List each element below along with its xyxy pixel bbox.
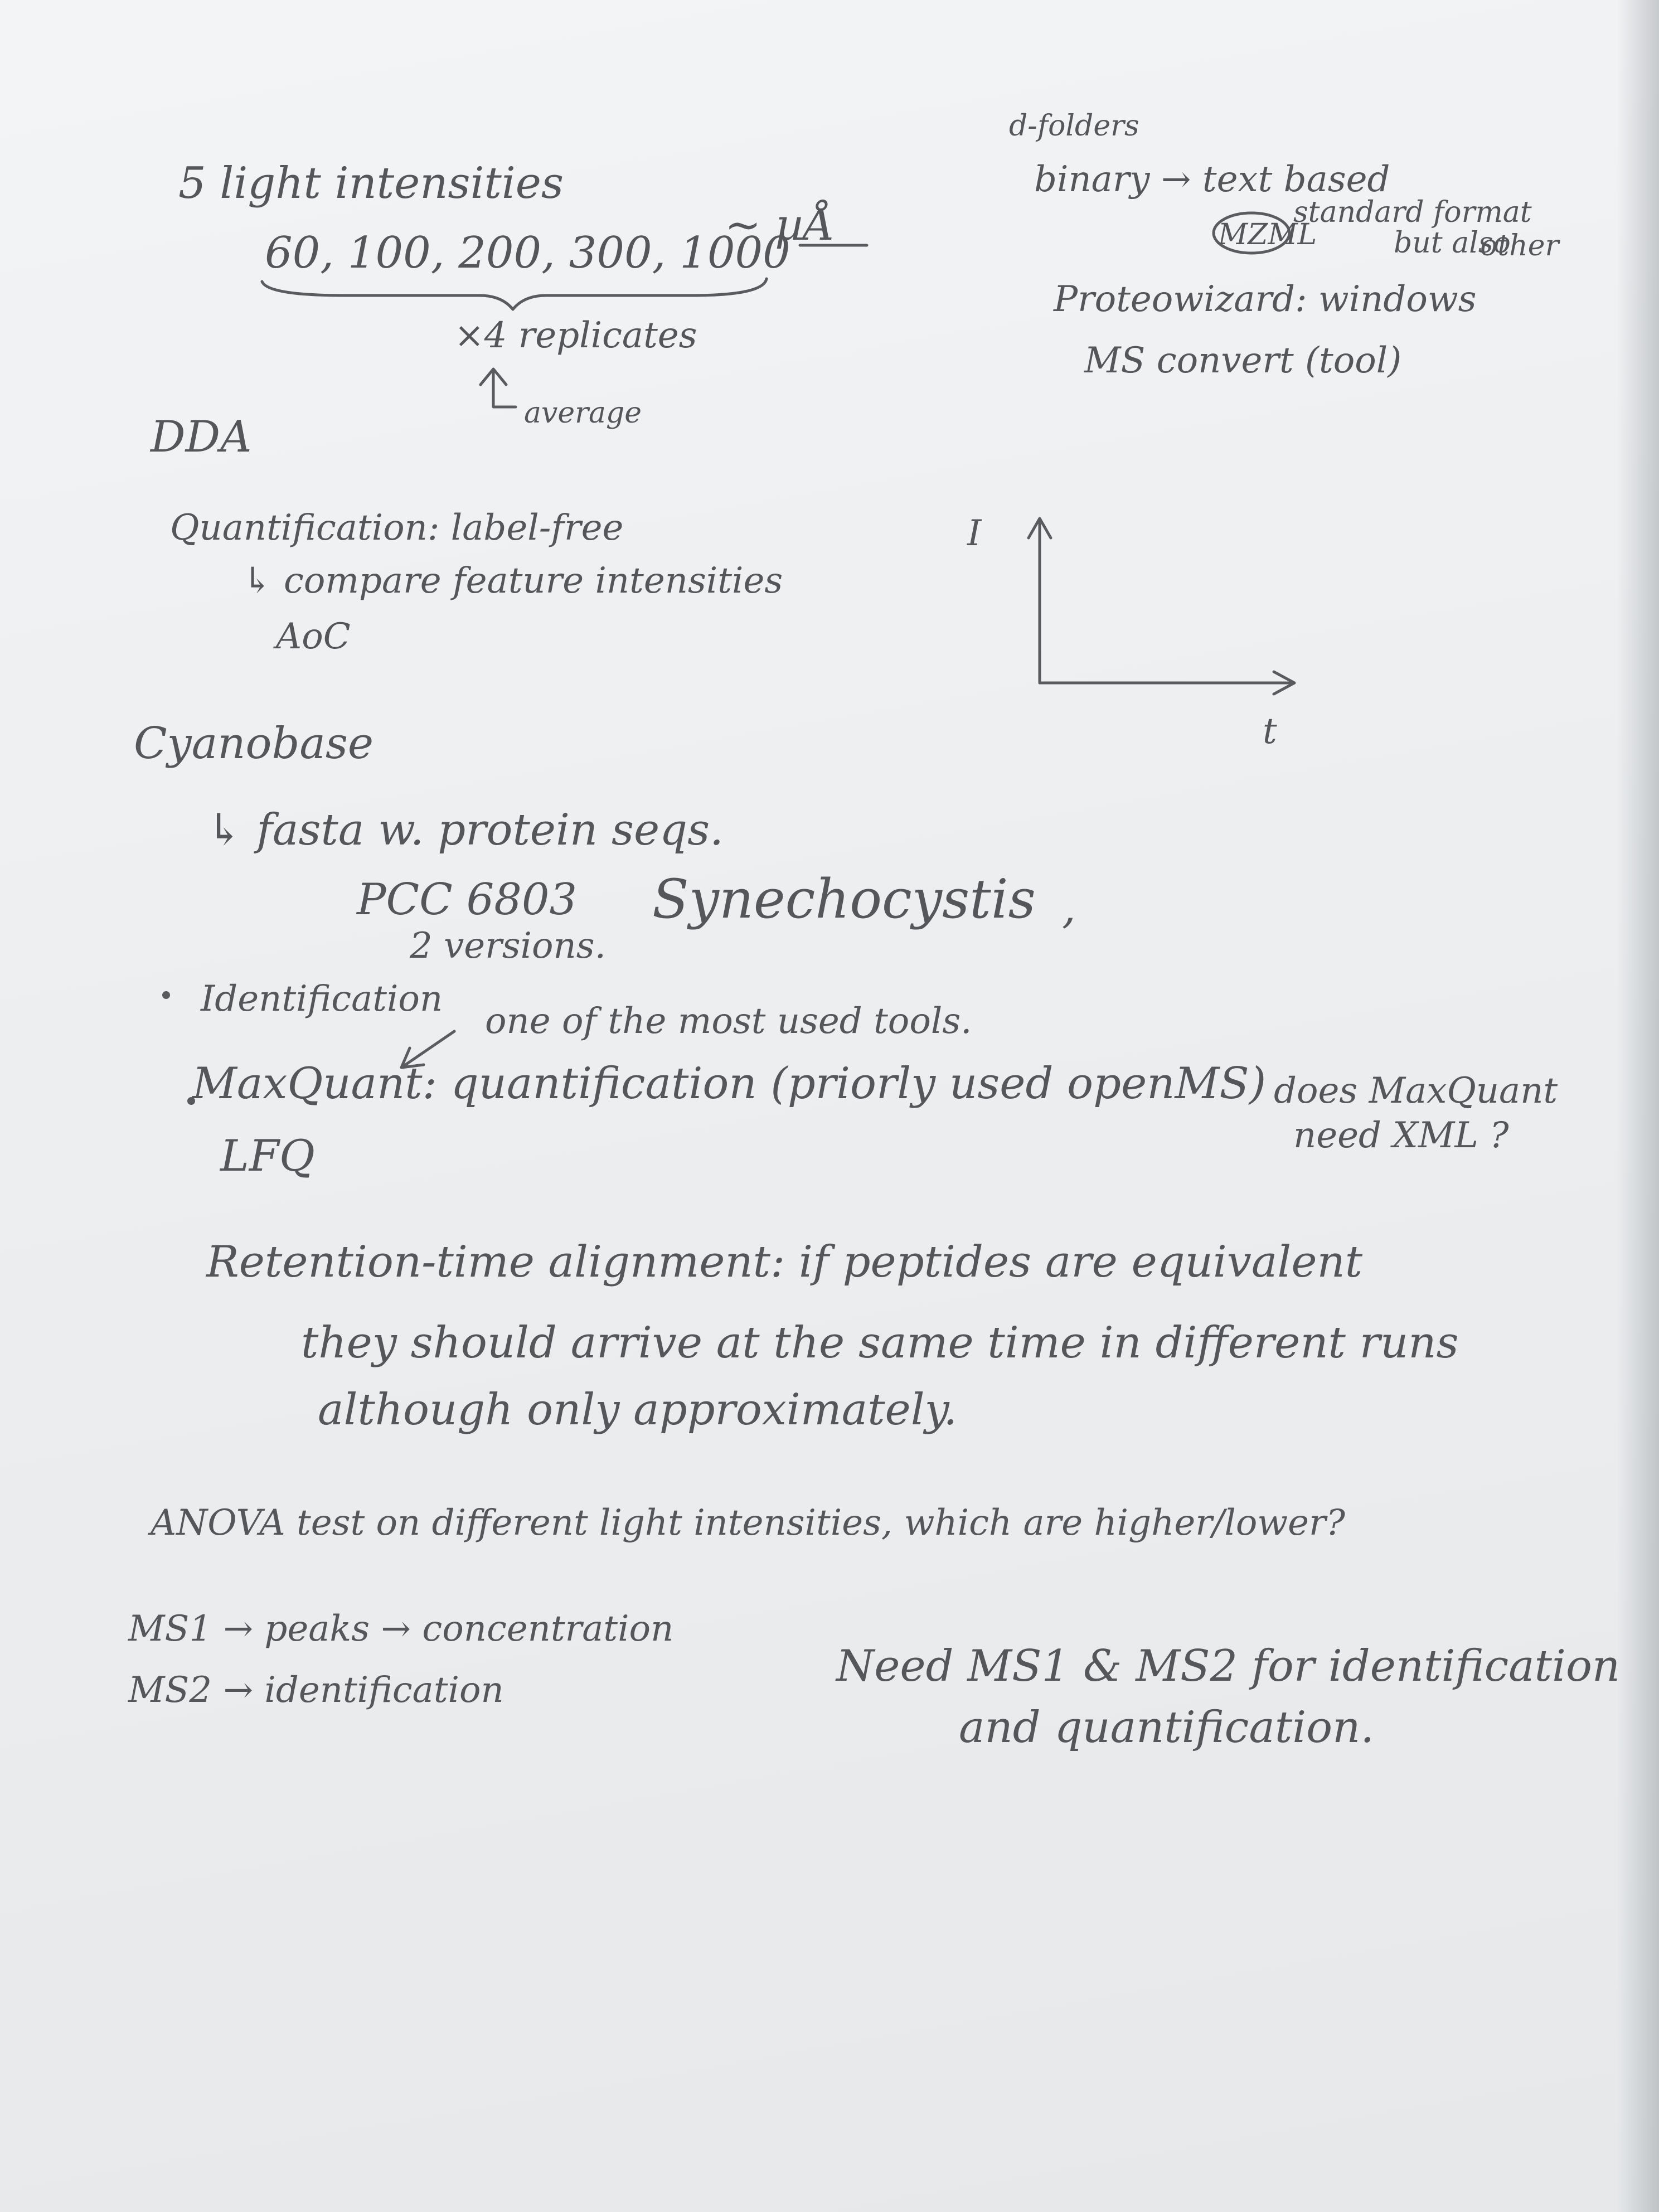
aoc-label: AoC — [276, 616, 351, 657]
but-also-label: but also — [1394, 226, 1511, 260]
average-arrow — [479, 367, 517, 409]
cyanobase-label: Cyanobase — [134, 719, 374, 769]
mzml-circle — [1212, 211, 1291, 255]
light-values: 60, 100, 200, 300, 1000 — [265, 228, 790, 278]
graph-y-axis — [1027, 517, 1052, 685]
other-label: other — [1480, 229, 1559, 263]
need-line2: and quantification. — [959, 1702, 1375, 1753]
mzml-label: MZML — [1218, 218, 1317, 251]
unit-label: ~ µÅ — [725, 200, 835, 250]
binary-label: binary → text based — [1034, 159, 1390, 200]
identification-label: Identification — [201, 978, 443, 1020]
tools-arrow — [400, 1030, 456, 1069]
retention-line2: they should arrive at the same time in d… — [301, 1318, 1459, 1368]
d-folders-label: d-folders — [1009, 109, 1139, 143]
dda-label: DDA — [151, 412, 252, 462]
brace-under-values — [260, 277, 768, 311]
maxquant-question-line1: does MaxQuant — [1274, 1070, 1558, 1112]
retention-line3: although only approximately. — [318, 1385, 958, 1435]
graph-axis-i: I — [967, 513, 982, 554]
ms1-label: MS1 → peaks → concentration — [128, 1608, 674, 1650]
graph-axis-t: t — [1263, 711, 1277, 752]
lfq-label: LFQ — [220, 1131, 315, 1181]
maxquant-question-line2: need XML ? — [1293, 1115, 1509, 1156]
tools-label: one of the most used tools. — [485, 1001, 972, 1042]
versions-label: 2 versions. — [410, 925, 606, 967]
anova-label: ANOVA test on different light intensitie… — [151, 1502, 1345, 1544]
ms2-label: MS2 → identification — [128, 1670, 504, 1711]
maxquant-label: MaxQuant: quantification (priorly used o… — [192, 1059, 1267, 1109]
proteowizard-label: Proteowizard: windows — [1054, 279, 1477, 320]
msconvert-label: MS convert (tool) — [1084, 340, 1402, 381]
bullet-dot — [162, 991, 170, 999]
retention-line1: Retention-time alignment: if peptides ar… — [206, 1237, 1363, 1287]
graph-x-axis — [1038, 670, 1296, 696]
synechocystis-label: Synechocystis — [652, 868, 1036, 930]
bullet-dot — [187, 1097, 195, 1105]
replicates-label: ×4 replicates — [454, 315, 697, 356]
need-line1: Need MS1 & MS2 for identification — [836, 1641, 1621, 1691]
comma-mark: , — [1062, 883, 1076, 933]
standard-format-label: standard format — [1293, 196, 1532, 229]
paper-edge-shadow — [1617, 0, 1659, 2212]
average-label: average — [524, 396, 642, 430]
pcc-label: PCC 6803 — [357, 875, 578, 925]
light-intensities-title: 5 light intensities — [178, 158, 564, 208]
fasta-label: ↳ fasta w. protein seqs. — [206, 805, 724, 855]
compare-label: ↳ compare feature intensities — [242, 560, 783, 601]
quantification-label: Quantification: label-free — [170, 507, 624, 549]
